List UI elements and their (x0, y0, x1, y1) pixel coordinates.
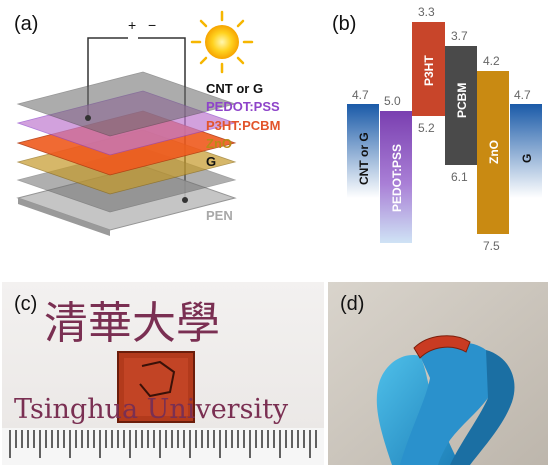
band-cnt-top: 4.7 (352, 88, 369, 102)
university-name: Tsinghua University (14, 394, 289, 425)
glove-index-finger (400, 342, 496, 465)
band-pedot-name: PEDOT:PSS (390, 144, 404, 212)
contact-top (85, 115, 91, 121)
ruler (2, 428, 324, 465)
band-zno (477, 71, 509, 234)
contact-bottom (182, 197, 188, 203)
minus-sign: − (148, 17, 156, 33)
panel-b: (b) 4.7 CNT or G 5.0 PEDOT:PSS 3.3 5.2 P… (332, 5, 542, 253)
label-g: G (206, 154, 216, 169)
band-zno-bottom: 7.5 (483, 239, 500, 253)
band-pcbm (445, 46, 477, 165)
sample-electrode-edge (139, 360, 176, 398)
label-p3ht-pcbm: P3HT:PCBM (206, 118, 280, 133)
panel-d: (d) (328, 282, 548, 465)
plus-sign: + (128, 17, 136, 33)
sun-icon (190, 10, 254, 74)
label-pen: PEN (206, 208, 233, 223)
ruler-ticks (9, 430, 317, 458)
band-p3ht (412, 22, 445, 116)
chinese-calligraphy: 清華大學 (44, 298, 220, 349)
bent-solar-cell (413, 335, 471, 359)
panel-b-label: (b) (332, 13, 356, 35)
panel-a: (a) + − (14, 10, 280, 236)
band-p3ht-top: 3.3 (418, 5, 435, 19)
label-zno: ZnO (206, 136, 232, 151)
panel-a-label: (a) (14, 13, 38, 35)
panel-c: 清華大學 Tsinghua University (c) (2, 282, 324, 465)
band-pedot (380, 111, 412, 243)
band-zno-name: ZnO (487, 140, 501, 164)
label-cnt-or-g: CNT or G (206, 81, 263, 96)
panel-d-label: (d) (340, 293, 364, 315)
band-p3ht-name: P3HT (422, 55, 436, 86)
band-pcbm-bottom: 6.1 (451, 170, 468, 184)
wire-gap (128, 32, 138, 44)
band-cnt-or-g (347, 104, 379, 198)
band-pedot-top: 5.0 (384, 94, 401, 108)
panel-c-label: (c) (14, 293, 37, 315)
band-g (510, 104, 542, 198)
solar-cell-active-area (124, 358, 188, 416)
band-p3ht-bottom: 5.2 (418, 121, 435, 135)
band-zno-top: 4.2 (483, 54, 500, 68)
band-g-name: G (520, 154, 534, 163)
label-pedot-pss: PEDOT:PSS (206, 99, 280, 114)
layer-pen-edge (18, 198, 110, 236)
band-cnt-name: CNT or G (357, 132, 371, 185)
glove-middle-finger (450, 350, 515, 465)
band-g-top: 4.7 (514, 88, 531, 102)
layer-cnt-top (16, 71, 237, 137)
band-pcbm-top: 3.7 (451, 29, 468, 43)
band-pcbm-name: PCBM (455, 83, 469, 118)
